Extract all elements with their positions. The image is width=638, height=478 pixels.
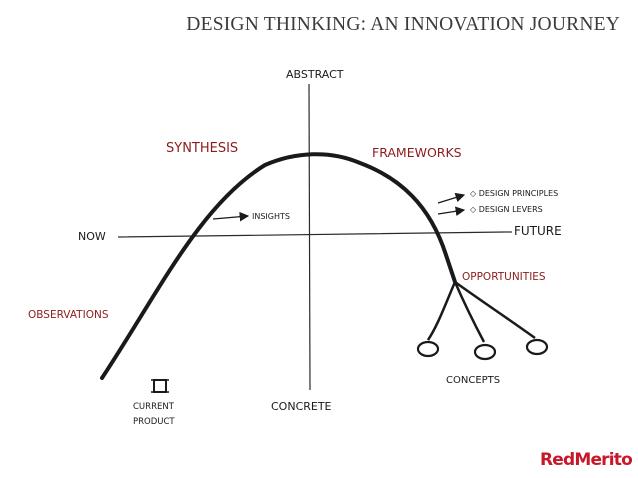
axis-label-future: FUTURE (514, 224, 562, 238)
page-title: DESIGN THINKING: AN INNOVATION JOURNEY (186, 14, 620, 35)
axis-label-now: NOW (78, 230, 106, 243)
annotation-design-levers: ◇ DESIGN LEVERS (470, 205, 543, 214)
concept-bubble-left (416, 340, 440, 358)
annotation-insights: INSIGHTS (252, 212, 290, 221)
annotation-design-principles: ◇ DESIGN PRINCIPLES (470, 189, 558, 198)
phase-label-frameworks: FRAMEWORKS (372, 145, 462, 160)
design-levers-arrow (437, 206, 466, 217)
concept-branch-left (426, 281, 457, 341)
annotation-concepts: CONCEPTS (446, 375, 500, 386)
axis-label-abstract: ABSTRACT (286, 68, 344, 81)
design-principles-arrow (437, 192, 466, 204)
concept-bubble-right (525, 338, 549, 356)
logo-part-red: Red (539, 450, 575, 470)
horizontal-axis (117, 231, 506, 238)
insights-arrow (212, 211, 250, 222)
annotation-current-product-line2: PRODUCT (133, 417, 175, 427)
logo-part-merito: Merito (574, 450, 632, 470)
current-product-icon (153, 379, 167, 393)
redmerito-logo: RedMerito (539, 450, 633, 470)
concept-branch-middle (453, 281, 486, 343)
journey-curve (100, 152, 457, 380)
vertical-axis (308, 83, 311, 391)
concept-bubble-middle (473, 343, 497, 361)
phase-label-synthesis: SYNTHESIS (166, 141, 238, 156)
phase-label-opportunities: OPPORTUNITIES (462, 271, 546, 283)
concept-branch-right (454, 280, 536, 340)
axis-label-concrete: CONCRETE (271, 400, 332, 413)
phase-label-observations: OBSERVATIONS (28, 309, 109, 321)
annotation-current-product-line1: CURRENT (133, 402, 175, 412)
